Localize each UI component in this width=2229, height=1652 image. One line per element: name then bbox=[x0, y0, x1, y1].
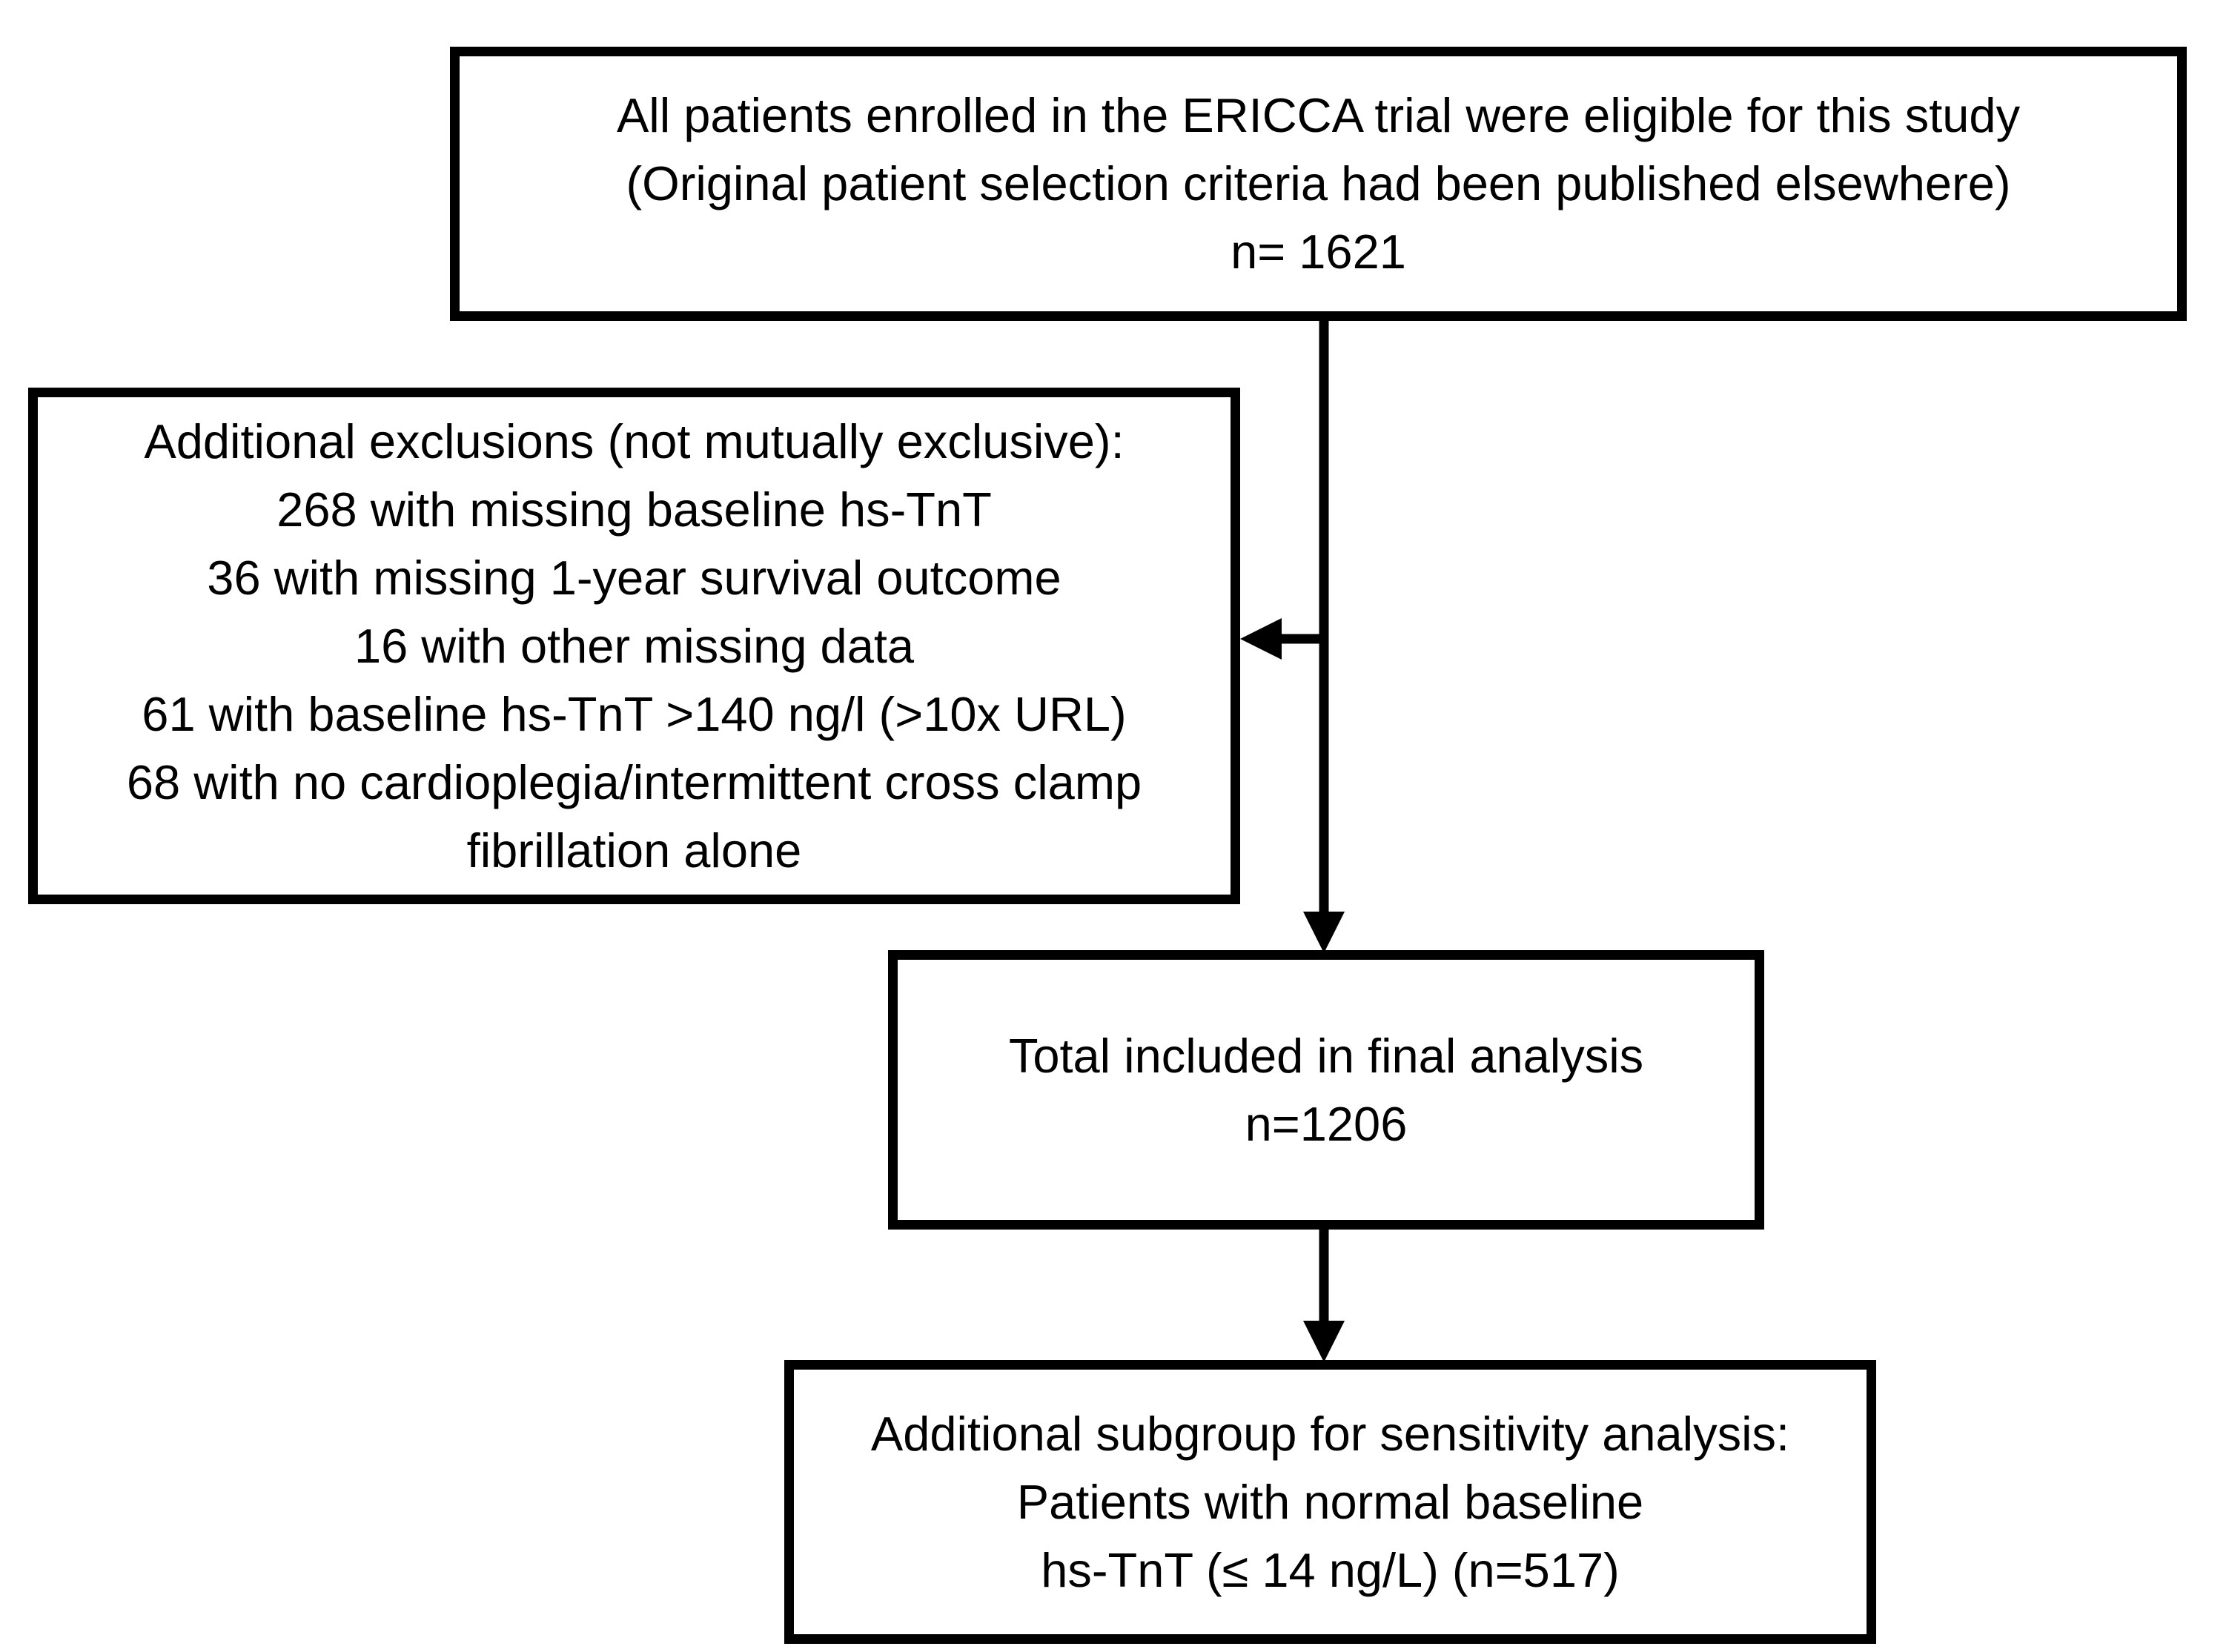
subgroup-count: hs-TnT (≤ 14 ng/L) (n=517) bbox=[1041, 1542, 1620, 1597]
eligible-text-line: All patients enrolled in the ERICCA tria… bbox=[616, 88, 2021, 142]
arrowhead-left-exclusions-icon bbox=[1240, 618, 1282, 660]
exclusion-item: 268 with missing baseline hs-TnT bbox=[276, 482, 992, 537]
arrowhead-down-final-icon bbox=[1303, 912, 1345, 953]
final-text-line: Total included in final analysis bbox=[1008, 1028, 1644, 1083]
exclusions-heading: Additional exclusions (not mutually excl… bbox=[144, 414, 1125, 468]
subgroup-text-line: Patients with normal baseline bbox=[1016, 1474, 1644, 1529]
box-final-analysis: Total included in final analysis n=1206 bbox=[888, 950, 1764, 1230]
subgroup-heading: Additional subgroup for sensitivity anal… bbox=[870, 1406, 1790, 1461]
exclusion-item: 16 with other missing data bbox=[354, 618, 915, 673]
exclusion-item: 36 with missing 1-year survival outcome bbox=[207, 550, 1061, 605]
eligible-count: n= 1621 bbox=[1231, 225, 1406, 279]
eligible-text-line: (Original patient selection criteria had… bbox=[626, 156, 2011, 210]
box-additional-exclusions: Additional exclusions (not mutually excl… bbox=[28, 388, 1240, 904]
exclusion-item: 61 with baseline hs-TnT >140 ng/l (>10x … bbox=[142, 686, 1127, 741]
final-count: n=1206 bbox=[1245, 1096, 1408, 1151]
exclusion-item-continued: fibrillation alone bbox=[466, 823, 802, 878]
box-eligible-patients: All patients enrolled in the ERICCA tria… bbox=[450, 47, 2187, 321]
exclusion-item: 68 with no cardioplegia/intermittent cro… bbox=[126, 754, 1142, 809]
box-sensitivity-subgroup: Additional subgroup for sensitivity anal… bbox=[784, 1360, 1876, 1644]
arrowhead-down-subgroup-icon bbox=[1303, 1321, 1345, 1362]
